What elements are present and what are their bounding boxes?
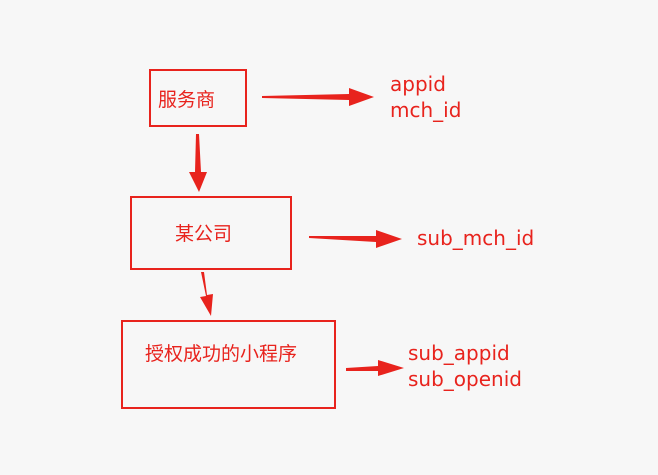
node-provider — [149, 69, 247, 127]
node-company-label: 某公司 — [175, 223, 233, 245]
arrow-company-to-outputs — [309, 230, 402, 248]
output-sub-mch-id: sub_mch_id — [417, 226, 535, 250]
output-sub-appid: sub_appid — [408, 341, 510, 365]
output-sub-openid: sub_openid — [408, 367, 522, 391]
provider-outputs: appid mch_id — [390, 71, 461, 123]
arrow-provider-to-company — [189, 134, 207, 192]
arrow-miniprogram-to-outputs — [346, 360, 404, 376]
node-company — [130, 196, 292, 270]
node-provider-label: 服务商 — [158, 89, 216, 111]
company-outputs: sub_mch_id — [417, 225, 534, 251]
node-miniprogram-label: 授权成功的小程序 — [145, 343, 298, 365]
output-mch-id: mch_id — [390, 98, 462, 122]
output-appid: appid — [390, 72, 446, 96]
arrow-company-to-miniprogram — [200, 272, 213, 316]
node-miniprogram — [121, 320, 336, 409]
miniprogram-outputs: sub_appid sub_openid — [408, 340, 522, 392]
arrow-provider-to-outputs — [262, 88, 374, 106]
